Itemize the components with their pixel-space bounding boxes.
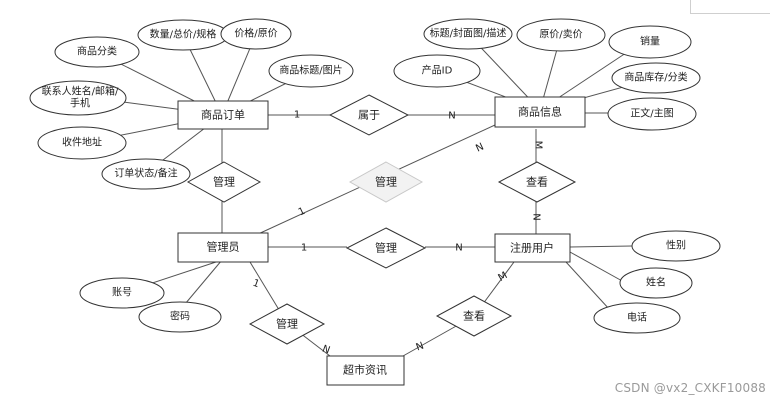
relation-belongs[interactable]: 属于 (328, 94, 410, 136)
entity-order-label: 商品订单 (201, 108, 245, 122)
card-manage-product-end: N (474, 141, 485, 154)
attr-user-gender-label: 性别 (666, 239, 686, 252)
attr-admin-account-label: 账号 (112, 287, 132, 299)
attr-order-title-img-label: 商品标题/图片 (279, 64, 342, 77)
relation-manage-order-label: 管理 (213, 175, 235, 189)
attr-order-address[interactable]: 收件地址 (37, 126, 127, 160)
relation-view-product-label: 查看 (526, 175, 548, 189)
attr-user-name[interactable]: 姓名 (619, 267, 693, 299)
entity-news[interactable]: 超市资讯 (326, 355, 405, 386)
entity-product[interactable]: 商品信息 (494, 96, 586, 128)
relation-view-news[interactable]: 查看 (435, 295, 513, 337)
attr-product-body[interactable]: 正文/主图 (607, 97, 697, 131)
line-user-gender (569, 245, 633, 248)
attr-order-contact[interactable]: 联系人姓名/邮箱/ 手机 (29, 80, 127, 116)
attr-product-stock[interactable]: 商品库存/分类 (611, 62, 701, 94)
card-admin-manage-user: 1 (301, 243, 307, 254)
attr-admin-account[interactable]: 账号 (79, 277, 165, 309)
attr-user-phone-label: 电话 (627, 311, 647, 324)
card-view-news-end: N (415, 341, 426, 354)
attr-product-stock-label: 商品库存/分类 (624, 71, 687, 84)
line-user-name (569, 251, 625, 283)
card-manage-user-end: N (455, 243, 462, 254)
line-user-phone (565, 261, 611, 311)
attr-product-title-label: 标题/封面图/描述 (430, 27, 507, 40)
card-manage-news-end: N (321, 344, 332, 357)
cardinality-labels: 1 N 1 N M N 1 N 1 N M N (251, 110, 543, 357)
line-admin-password (179, 259, 223, 311)
attr-product-sales[interactable]: 销量 (608, 25, 692, 59)
relation-manage-product-label: 管理 (375, 175, 397, 189)
attr-product-id[interactable]: 产品ID (393, 54, 481, 88)
relation-manage-order[interactable]: 管理 (186, 161, 262, 203)
card-view-user: N (531, 213, 542, 220)
watermark: CSDN @vx2_CXKF10088 (614, 381, 766, 395)
attr-order-qty-label: 数量/总价/规格 (150, 28, 217, 41)
attr-admin-password[interactable]: 密码 (138, 301, 222, 333)
attr-order-price[interactable]: 价格/原价 (220, 18, 292, 50)
card-admin-manage-news: 1 (251, 278, 261, 291)
card-admin-manage-product: 1 (297, 206, 307, 219)
attr-user-name-label: 姓名 (646, 276, 666, 289)
card-user-view-news: M (497, 270, 510, 284)
attr-order-title-img[interactable]: 商品标题/图片 (268, 54, 354, 88)
relation-manage-news-label: 管理 (276, 317, 298, 331)
entity-user-label: 注册用户 (510, 241, 554, 255)
attr-admin-password-label: 密码 (170, 310, 190, 323)
page-corner-mark (690, 0, 770, 14)
relation-manage-user[interactable]: 管理 (345, 227, 427, 269)
relation-manage-news[interactable]: 管理 (248, 303, 326, 345)
attr-order-qty[interactable]: 数量/总价/规格 (137, 19, 229, 51)
relation-manage-user-label: 管理 (375, 241, 397, 255)
entity-order[interactable]: 商品订单 (177, 100, 269, 130)
attr-product-price-label: 原价/卖价 (539, 29, 582, 41)
attr-order-contact-label-1: 联系人姓名/邮箱/ (42, 85, 119, 98)
card-order-belongs: 1 (294, 110, 300, 121)
relation-view-product[interactable]: 查看 (497, 161, 577, 203)
entity-news-label: 超市资讯 (343, 363, 387, 377)
entity-product-label: 商品信息 (518, 105, 562, 119)
relation-belongs-label: 属于 (358, 109, 380, 122)
attr-product-id-label: 产品ID (422, 64, 453, 77)
entity-admin[interactable]: 管理员 (177, 232, 269, 263)
attr-product-price[interactable]: 原价/卖价 (516, 18, 606, 52)
entity-admin-label: 管理员 (207, 240, 240, 254)
card-belongs-product: N (448, 111, 455, 122)
attr-user-gender[interactable]: 性别 (631, 230, 721, 262)
entity-user[interactable]: 注册用户 (494, 233, 571, 263)
attr-order-price-label: 价格/原价 (234, 27, 277, 40)
attr-user-phone[interactable]: 电话 (593, 302, 681, 334)
attr-order-status-label: 订单状态/备注 (114, 167, 177, 180)
attr-order-category-label: 商品分类 (77, 45, 117, 58)
attr-order-status[interactable]: 订单状态/备注 (101, 158, 191, 190)
card-product-view: M (533, 141, 544, 150)
attr-product-sales-label: 销量 (640, 35, 660, 48)
attr-order-address-label: 收件地址 (62, 136, 102, 149)
attr-product-title[interactable]: 标题/封面图/描述 (423, 18, 513, 50)
relation-manage-product[interactable]: 管理 (348, 161, 424, 203)
relation-view-news-label: 查看 (463, 309, 485, 323)
attr-order-contact-label-2: 手机 (70, 97, 90, 110)
attr-order-category[interactable]: 商品分类 (54, 36, 140, 68)
attr-product-body-label: 正文/主图 (630, 107, 673, 120)
